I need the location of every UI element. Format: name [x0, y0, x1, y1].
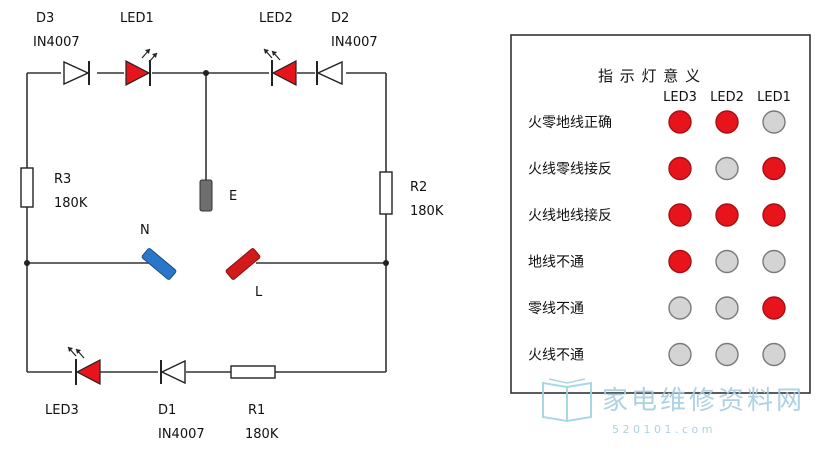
probe-n	[141, 248, 177, 280]
r1-label: R1	[248, 403, 265, 418]
led1-symbol	[125, 48, 158, 86]
d2-label: D2	[331, 11, 349, 26]
d2-part-label: IN4007	[331, 35, 378, 50]
row-label: 火线不通	[528, 348, 584, 364]
indicator-light-led2-off	[715, 296, 739, 320]
led2-label: LED2	[259, 11, 293, 26]
r3-value: 180K	[54, 196, 88, 211]
indicator-light-led1-on	[762, 203, 786, 227]
indicator-light-led1-on	[762, 296, 786, 320]
probe-l	[225, 248, 261, 280]
d1-label: D1	[158, 403, 176, 418]
row-label: 零线不通	[528, 301, 584, 317]
row-label: 火线地线接反	[528, 207, 612, 224]
n-label: N	[140, 223, 150, 238]
diode-d3-symbol	[63, 60, 90, 86]
row-label: 地线不通	[528, 255, 584, 271]
probe-e	[199, 179, 213, 212]
indicator-light-led1-off	[762, 110, 786, 134]
d3-part-label: IN4007	[33, 35, 80, 50]
indicator-light-led3-on	[668, 203, 692, 227]
r3-label: R3	[54, 172, 71, 187]
indicator-light-led3-on	[668, 249, 692, 274]
row-label: 火零地线正确	[528, 115, 612, 131]
indicator-light-led1-off	[762, 342, 786, 367]
indicator-table-header: LED3 LED2 LED1	[663, 90, 791, 105]
watermark-site: 5 2 0 1 0 1 . c o m	[612, 423, 712, 436]
indicator-light-led2-off	[715, 342, 739, 367]
led3-label: LED3	[45, 403, 79, 418]
led1-label: LED1	[120, 11, 154, 26]
indicator-light-led3-on	[668, 156, 692, 181]
indicator-light-led2-on	[715, 110, 739, 134]
l-label: L	[255, 285, 263, 300]
resistor-r3	[20, 167, 34, 208]
led2-symbol	[263, 48, 297, 86]
resistor-r1	[230, 365, 276, 379]
indicator-light-led3-on	[668, 110, 692, 134]
row-label: 火线零线接反	[528, 161, 612, 178]
indicator-table-frame	[510, 34, 811, 394]
watermark: 家电维修资料网 5 2 0 1 0 1 . c o m	[542, 378, 805, 436]
indicator-light-led3-off	[668, 342, 692, 367]
indicator-light-led2-on	[715, 203, 739, 227]
column-header-led1: LED1	[757, 90, 791, 105]
indicator-table-title: 指 示 灯 意 义	[598, 67, 701, 85]
watermark-book-icon	[542, 378, 592, 423]
junction-dots	[24, 70, 389, 266]
indicator-light-led3-off	[668, 296, 692, 320]
indicator-table-lights	[668, 110, 786, 367]
watermark-brand: 家电维修资料网	[602, 386, 805, 416]
e-label: E	[229, 189, 237, 204]
led3-symbol	[67, 346, 101, 385]
d3-label: D3	[36, 11, 54, 26]
indicator-light-led1-off	[762, 249, 786, 274]
d1-part-label: IN4007	[158, 427, 205, 442]
diode-d1-symbol	[160, 359, 186, 385]
r1-value: 180K	[245, 427, 279, 442]
r2-label: R2	[410, 180, 427, 195]
column-header-led3: LED3	[663, 90, 697, 105]
column-header-led2: LED2	[710, 90, 744, 105]
resistor-r2	[379, 171, 393, 215]
indicator-light-led2-off	[715, 249, 739, 274]
r2-value: 180K	[410, 204, 444, 219]
circuit-wires	[26, 72, 387, 373]
diode-d2-symbol	[316, 60, 343, 86]
indicator-light-led2-off	[715, 156, 739, 181]
indicator-light-led1-on	[762, 156, 786, 181]
